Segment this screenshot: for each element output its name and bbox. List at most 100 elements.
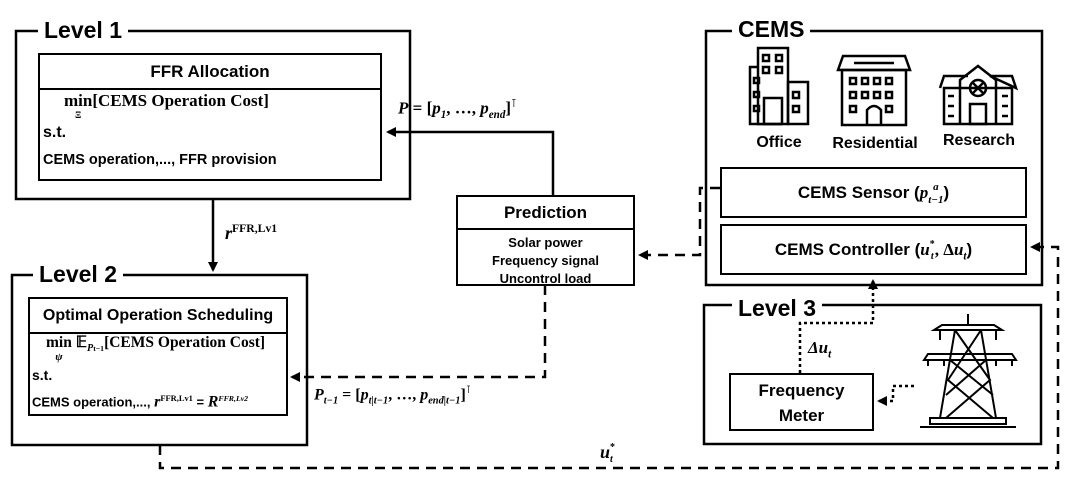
prediction-item: Solar power (508, 235, 583, 250)
level2-title: Level 2 (33, 262, 123, 286)
p-mid: , …, (446, 98, 481, 118)
prediction-box: Prediction Solar power Frequency signal … (456, 195, 635, 286)
controller-u-sup: * (929, 239, 935, 251)
r-sym: r (225, 223, 233, 243)
pt-lhs-sub: t−1 (323, 395, 339, 407)
pend: p (480, 98, 489, 118)
pt-lhs: P (314, 386, 324, 404)
u-sup: * (610, 442, 616, 454)
building-label-office: Office (756, 134, 802, 151)
prediction-item: Frequency signal (492, 253, 599, 268)
pt-mid: , …, (388, 386, 421, 404)
controller-u-sub: t (930, 250, 934, 262)
r-sup: FFR,Lv1 (232, 222, 278, 235)
p-close: ] (505, 98, 512, 118)
cems-controller-box: CEMS Controller (u*t, Δut) (720, 224, 1027, 275)
pt-transpose: ⊺ (465, 385, 472, 396)
p-transpose: ⊺ (511, 98, 517, 110)
ptend-sub: end|t−1 (428, 395, 461, 407)
meter-line2: Meter (778, 406, 825, 425)
optimal-scheduling-title: Optimal Operation Scheduling (30, 299, 286, 334)
u-sub: t (610, 453, 613, 465)
pt-close: ] (460, 386, 466, 404)
constraints-prefix: CEMS operation,..., (32, 394, 155, 410)
min-op: min (46, 334, 72, 351)
level1-title: Level 1 (38, 18, 128, 42)
sensor-sup: a (933, 180, 939, 193)
controller-du: u (953, 240, 964, 259)
level2-st: s.t. (32, 367, 53, 383)
controller-mid: , Δ (934, 240, 954, 259)
meter-line1: Frequency (758, 381, 845, 400)
level1-constraints: CEMS operation,..., FFR provision (43, 152, 277, 168)
u-sym: u (600, 442, 611, 462)
controller-u: u (920, 240, 930, 259)
ffr-allocation-title: FFR Allocation (40, 55, 380, 90)
office-building-icon (748, 46, 810, 126)
r-sym: r (154, 393, 161, 411)
p1: p (432, 98, 441, 118)
controller-suffix: ) (966, 240, 973, 259)
cems-title: CEMS (732, 17, 811, 41)
objective-text: [CEMS Operation Cost] (92, 91, 269, 110)
level2-constraints: CEMS operation,..., rFFR,Lv1 = RFFR,Lv2 (32, 387, 248, 413)
delta-u-label: Δut (808, 338, 831, 360)
prediction-item: Uncontrol load (499, 271, 592, 286)
sensor-sym: p (919, 183, 929, 202)
pt1-sub: t|t−1 (368, 395, 389, 407)
eq: = (192, 394, 208, 410)
sensor-suffix: ) (943, 183, 950, 202)
u-star-label: u*t (600, 442, 615, 465)
r-sup: FFR,Lv1 (160, 393, 193, 403)
R-sup: FFR,Lv2 (218, 394, 249, 403)
arrow-level2-to-controller (158, 242, 1060, 470)
r-ffr-lv1-label: rFFR,Lv1 (225, 222, 277, 244)
p-vector-label: P = [p1, …, pend]⊺ (398, 97, 517, 121)
min-op: min (64, 91, 93, 110)
building-label-research: Research (942, 132, 1016, 149)
R-sym: R (207, 393, 219, 411)
expectation-sub2: t−1 (93, 344, 105, 354)
ptend: p (420, 386, 429, 404)
controller-prefix: CEMS Controller ( (774, 240, 921, 259)
research-building-icon (938, 64, 1019, 126)
prediction-items: Solar power Frequency signal Uncontrol l… (458, 230, 633, 288)
min-var: Ξ (75, 109, 82, 120)
transmission-tower-icon (920, 314, 1018, 428)
p-lhs: P (398, 98, 409, 118)
p1-sub: 1 (440, 109, 447, 122)
pt1: p (360, 386, 369, 404)
level3-title: Level 3 (732, 296, 822, 320)
min-var: ψ (55, 351, 63, 364)
arrow-sensor-to-prediction (638, 186, 720, 260)
frequency-meter-box: Frequency Meter (729, 373, 874, 431)
pt-eq: = [ (338, 386, 361, 404)
arrow-tower-to-meter (877, 384, 914, 406)
p-eq: = [ (408, 98, 433, 118)
sensor-prefix: CEMS Sensor ( (797, 183, 920, 202)
objective-text: [CEMS Operation Cost] (104, 334, 266, 351)
controller-du-sub: t (963, 250, 967, 263)
prediction-title: Prediction (458, 197, 633, 230)
arrow-prediction-to-level2 (290, 285, 547, 382)
sensor-sub: t−1 (928, 193, 944, 206)
arrow-meter-to-controller (798, 279, 878, 373)
pt-vector-label: Pt−1 = [pt|t−1, …, pend|t−1]⊺ (314, 384, 471, 407)
delta-u: u (818, 338, 829, 357)
delta-u-sub: t (828, 348, 832, 361)
expectation-op: 𝔼 (75, 334, 88, 351)
expectation-sub: P (87, 343, 94, 355)
residential-building-icon (836, 54, 912, 127)
arrow-prediction-to-level1 (386, 127, 555, 195)
level1-st: s.t. (43, 124, 67, 141)
pend-sub: end (488, 109, 506, 122)
building-label-residential: Residential (832, 135, 918, 152)
delta-sym: Δ (808, 338, 819, 357)
